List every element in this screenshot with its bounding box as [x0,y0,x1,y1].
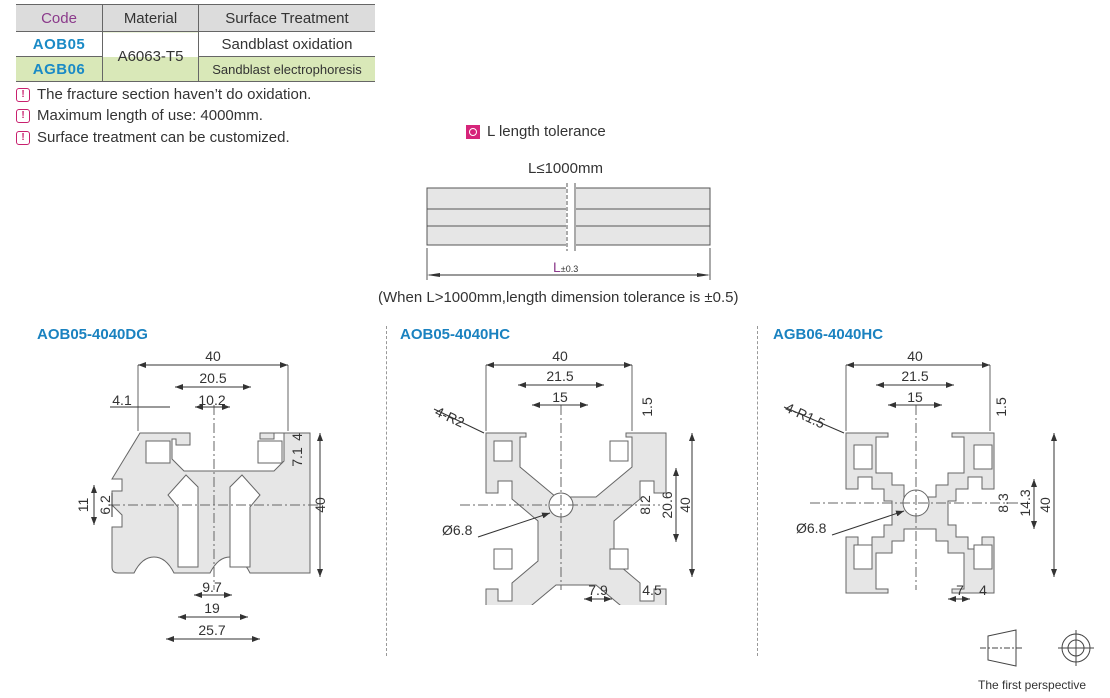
dim-label: 8.2 [637,495,653,515]
dim-label: 7.1 [289,447,305,467]
note-item: !Maximum length of use: 4000mm. [16,107,263,124]
dim-label: 7.9 [588,582,608,598]
tolerance-footnote: (When L>1000mm,length dimension toleranc… [378,289,739,306]
dim-label: 20.5 [199,370,226,386]
code-cell: AGB06 [16,56,103,82]
dim-label: 4 [979,582,987,598]
dim-label: Ø6.8 [796,520,827,536]
dim-label: 7 [956,582,964,598]
dim-label: 40 [1037,497,1053,513]
dim-label: 40 [907,348,923,364]
tolerance-dim: L±0.3 [553,259,579,275]
divider [757,326,758,656]
length-label: L≤1000mm [528,160,603,177]
material-cell: A6063-T5 [102,31,199,82]
projection-label: The first perspective [978,678,1087,692]
profile-drawing-4040dg: 40 20.5 10.2 4.1 40 4 7.1 11 6.2 9.7 19 … [75,348,328,642]
bullet-circle-icon [466,124,480,139]
dim-label: 6.2 [97,495,113,515]
header-material: Material [102,4,199,32]
profile-title: AGB06-4040HC [773,326,884,343]
break-gap [566,183,576,251]
dim-label: 19 [204,600,220,616]
dim-label: 40 [677,497,693,513]
warning-icon: ! [16,87,30,102]
dim-label: 21.5 [546,368,573,384]
dim-label: 14.3 [1017,489,1033,516]
dim-label: 15 [552,389,568,405]
dim-label: 20.6 [659,491,675,518]
dim-label: 1.5 [639,397,655,417]
table-row: AGB06 Sandblast electrophoresis [16,56,375,82]
dim-label: 4 [289,433,305,441]
warning-icon: ! [16,108,30,123]
tolerance-heading: L length tolerance [466,123,606,140]
profile-title: AOB05-4040HC [400,326,511,343]
dim-label: 21.5 [901,368,928,384]
frustum-side-view [987,629,1017,667]
treatment-cell: Sandblast electrophoresis [198,56,375,82]
spec-table: Code Material Surface Treatment AOB05 A6… [16,4,375,82]
warning-icon: ! [16,130,30,145]
table-row: AOB05 A6063-T5 Sandblast oxidation [16,31,375,82]
profile-title: AOB05-4040DG [37,326,148,343]
dim-label: 4-R2 [433,403,467,430]
profile-shape [111,432,311,574]
dim-label: 8.3 [995,493,1011,513]
spec-table-header: Code Material Surface Treatment [16,4,375,32]
dim-label: 15 [907,389,923,405]
dim-label: 40 [205,348,221,364]
dim-label: 4.1 [112,392,132,408]
dim-label: 10.2 [198,392,225,408]
dim-label: 40 [552,348,568,364]
code-cell: AOB05 [16,31,103,57]
header-surface-treatment: Surface Treatment [198,4,375,32]
treatment-cell: Sandblast oxidation [198,31,375,57]
dim-label: 25.7 [198,622,225,638]
dim-label: 40 [312,497,328,513]
dim-label: 4.5 [642,582,662,598]
first-angle-projection-icon [980,629,1094,667]
header-code: Code [16,4,103,32]
note-item: !Surface treatment can be customized. [16,129,290,146]
dim-label: 4-R1.5 [783,399,828,431]
dim-label: 11 [75,498,91,513]
dim-label: 9.7 [202,579,222,595]
length-tolerance-diagram [426,183,711,280]
dim-label: 1.5 [993,397,1009,417]
note-item: !The fracture section haven’t do oxidati… [16,86,311,103]
dim-label: Ø6.8 [442,522,473,538]
profile-drawing-agb06-4040hc: 40 21.5 15 1.5 4-R1.5 40 14.3 8.3 Ø6.8 7… [783,348,1057,602]
profile-drawing-aob05-4040hc: 40 21.5 15 1.5 4-R2 40 20.6 8.2 Ø6.8 7.9… [433,348,695,605]
divider [386,326,387,656]
